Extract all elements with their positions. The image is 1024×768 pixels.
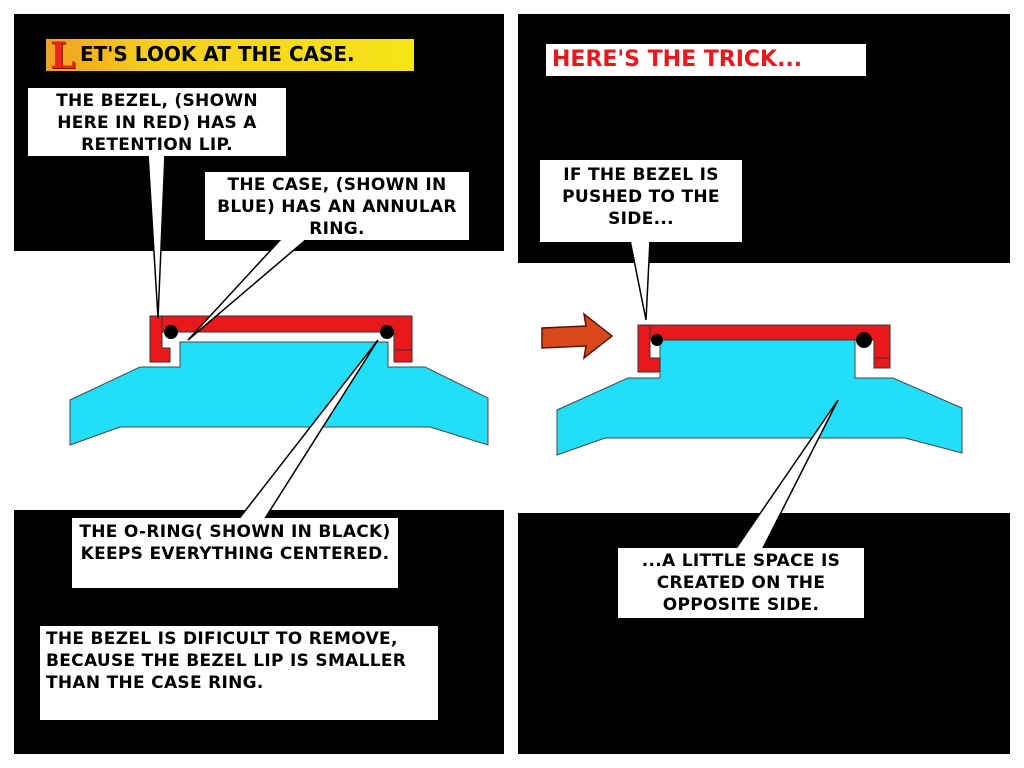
right-bezel-right-lip bbox=[873, 357, 891, 369]
caption-pushed: If the bezel is pushed to the side... bbox=[540, 160, 742, 242]
tail-pushed bbox=[629, 239, 651, 321]
left-oring-left bbox=[164, 325, 178, 339]
tail-bezel bbox=[147, 153, 166, 319]
caption-space: ...a little space is created on the oppo… bbox=[618, 548, 864, 618]
caption-oring: The O-ring( shown in black) keeps everyt… bbox=[72, 518, 398, 588]
left-bezel-lip bbox=[149, 315, 171, 363]
caption-case: The case, (shown in blue) has an annular… bbox=[205, 172, 469, 240]
caption-remove: The bezel is dificult to remove, because… bbox=[40, 626, 438, 720]
caption-bezel: The bezel, (shown here in red) has a ret… bbox=[28, 88, 286, 156]
right-bezel-lip bbox=[637, 324, 661, 373]
left-case-body bbox=[69, 341, 489, 446]
push-arrow-icon bbox=[541, 312, 614, 360]
title-dropcap: L bbox=[50, 35, 76, 77]
left-oring-right bbox=[380, 325, 394, 339]
right-panel-title: Here's the trick... bbox=[546, 44, 866, 76]
title-text: et's look at the case. bbox=[80, 42, 355, 66]
right-oring-left bbox=[651, 334, 663, 346]
right-case-body bbox=[556, 337, 963, 456]
left-panel-title: L et's look at the case. bbox=[46, 37, 414, 75]
right-oring-right bbox=[856, 332, 872, 348]
left-bezel-right-lip bbox=[393, 349, 413, 363]
